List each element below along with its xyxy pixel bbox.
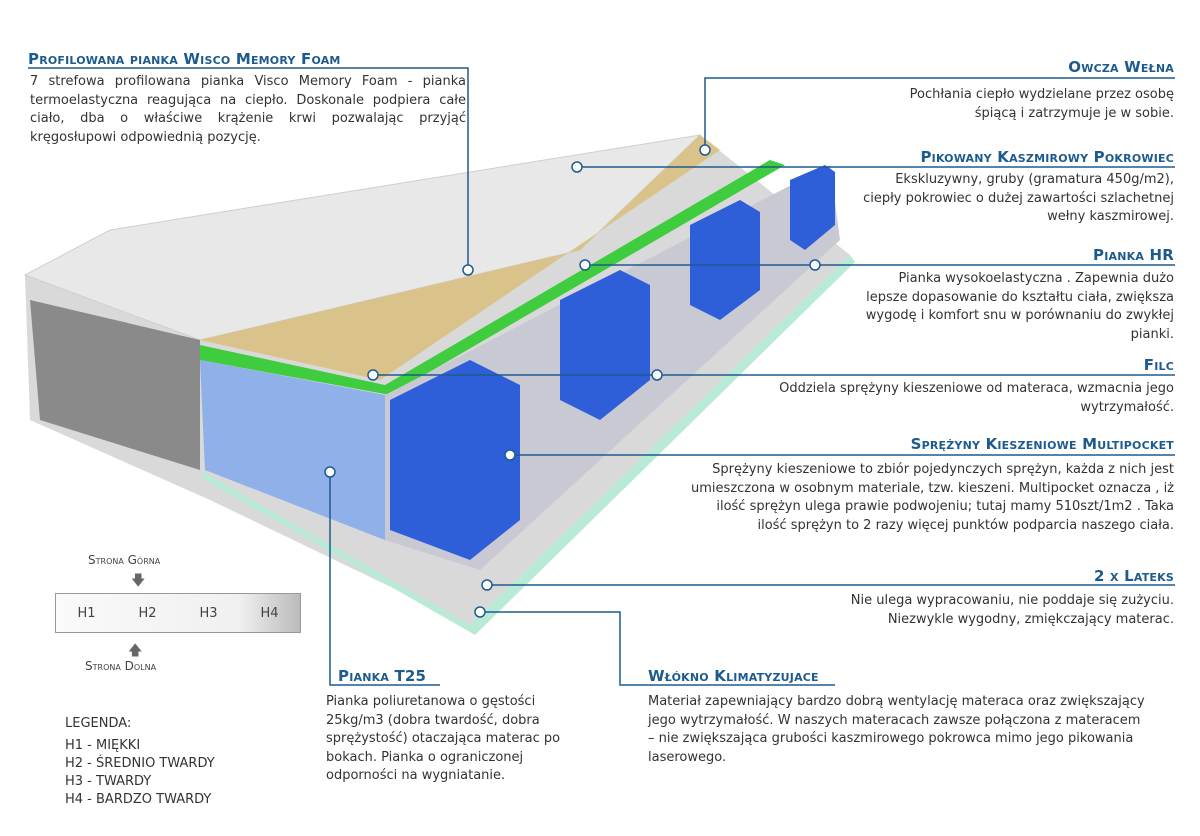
section-body-memory-foam: 7 strefowa profilowana pianka Visco Memo… (30, 74, 466, 145)
section-body-t25: Pianka poliuretanowa o gęstości 25kg/m3 … (326, 694, 561, 783)
legend-item: H2 - ŚREDNIO TWARDY (65, 756, 215, 771)
section-body-fiber: Materiał zapewniający bardzo dobrą wenty… (648, 694, 1145, 765)
section-body-felt: Oddziela sprężyny kieszeniowe od materac… (779, 381, 1174, 415)
arrow-down-icon: 🡇 (131, 573, 146, 589)
legend-list: H1 - MIĘKKI H2 - ŚREDNIO TWARDY H3 - TWA… (65, 737, 215, 809)
section-title-memory-foam: Profilowana pianka Wisco Memory Foam (28, 50, 341, 68)
section-body-springs: Sprężyny kieszeniowe to zbiór pojedynczy… (691, 462, 1174, 533)
legend-title: LEGENDA: (65, 716, 132, 731)
section-title-springs: Sprężyny Kieszeniowe Multipocket (910, 435, 1174, 453)
section-title-hr-foam: Pianka HR (1093, 246, 1174, 264)
hardness-level: H4 (260, 605, 279, 621)
spring-blocks (390, 165, 835, 560)
section-title-t25: Pianka T25 (338, 667, 427, 685)
section-body-cover: Ekskluzywny, gruby (gramatura 450g/m2), … (863, 172, 1174, 224)
hardness-level: H2 (138, 605, 157, 621)
section-title-fiber: Włókno Klimatyzujace (648, 667, 819, 685)
legend-item: H4 - BARDZO TWARDY (65, 792, 212, 807)
section-body-latex: Nie ulega wypracowaniu, nie poddaje się … (850, 593, 1174, 627)
hardness-bar: H1 H2 H3 H4 (55, 593, 301, 633)
arrow-up-icon: 🡅 (128, 643, 143, 659)
legend-item: H3 - TWARDY (65, 774, 152, 789)
section-title-wool: Owcza Wełna (1068, 58, 1174, 76)
top-side-label: Strona Górna (88, 553, 161, 567)
hardness-level: H1 (77, 605, 96, 621)
wool-layer (200, 135, 720, 380)
mattress-side-band (30, 300, 200, 470)
t25-foam (200, 360, 385, 540)
section-title-cover: Pikowany Kaszmirowy Pokrowiec (920, 148, 1174, 166)
section-title-latex: 2 x Lateks (1093, 567, 1174, 585)
section-title-felt: Filc (1143, 356, 1174, 374)
section-body-hr-foam: Pianka wysokoelastyczna . Zapewnia dużo … (865, 271, 1174, 342)
legend-item: H1 - MIĘKKI (65, 738, 141, 753)
section-body-wool: Pochłania ciepło wydzielane przez osobę … (909, 87, 1174, 121)
bottom-side-label: Strona Dolna (85, 659, 157, 673)
hardness-level: H3 (199, 605, 218, 621)
